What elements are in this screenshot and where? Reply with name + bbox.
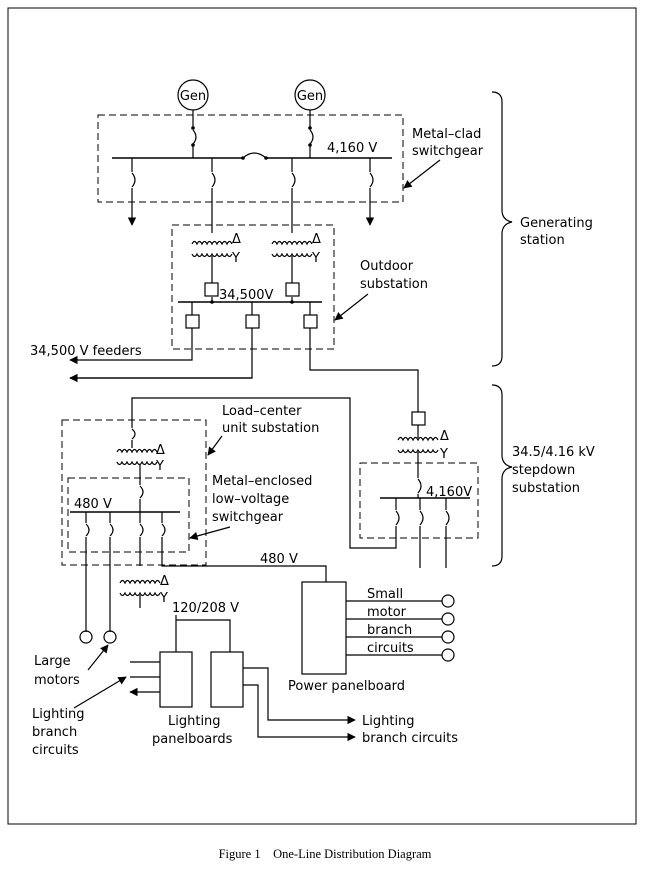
stepdown-brace — [491, 384, 513, 567]
small-motor-label-2: motor — [367, 605, 407, 620]
stepdown-label-3: substation — [512, 481, 580, 496]
lighting-panelboards-label-1: Lighting — [168, 714, 221, 729]
generator-1: Gen — [177, 79, 209, 111]
load-center-label-1: Load–center — [222, 404, 302, 419]
xfmr-wye-1: Y — [231, 251, 240, 266]
power-feed-voltage: 480 V — [260, 552, 298, 567]
generator-1-label: Gen — [180, 89, 206, 104]
lv-bus-voltage: 480 V — [74, 497, 112, 512]
xfmr-wye-4: Y — [155, 459, 164, 474]
stepdown-label-1: 34.5/4.16 kV — [512, 445, 595, 460]
small-motor-3 — [441, 630, 455, 644]
outdoor-label-1: Outdoor — [360, 259, 414, 274]
power-panelboard — [301, 581, 347, 675]
diagram-frame — [7, 7, 637, 825]
lighting-panelboard-2 — [210, 651, 244, 708]
metal-enclosed-box — [67, 477, 190, 553]
feeders-label: 34,500 V feeders — [30, 344, 142, 359]
xfmr-wye-3: Y — [439, 447, 448, 462]
large-motors-label-1: Large — [34, 654, 71, 669]
metal-enclosed-label-3: switchgear — [212, 510, 284, 525]
small-motor-label-3: branch — [367, 623, 412, 638]
metal-enclosed-label-2: low–voltage — [212, 492, 289, 507]
xfmr-delta-5: Δ — [160, 574, 169, 589]
stepdown-bus-voltage: 4,160V — [426, 485, 472, 500]
lighting-branch-right-2: branch circuits — [362, 731, 458, 746]
lighting-branch-right-1: Lighting — [362, 714, 415, 729]
figure-caption: Figure 1 One-Line Distribution Diagram — [219, 847, 432, 861]
generating-label-2: station — [520, 233, 565, 248]
metal-clad-switchgear-box — [97, 114, 404, 203]
generating-label-1: Generating — [520, 216, 593, 231]
load-center-label-2: unit substation — [222, 421, 319, 436]
load-center-box — [61, 419, 207, 566]
generating-station-brace — [491, 91, 513, 367]
lighting-branch-left-3: circuits — [32, 743, 79, 758]
stepdown-label-2: stepdown — [512, 463, 575, 478]
xfmr-delta-4: Δ — [156, 443, 165, 458]
small-motor-4 — [441, 648, 455, 662]
metal-enclosed-label-1: Metal–enclosed — [212, 474, 312, 489]
sub-bus-voltage: 34,500V — [219, 288, 273, 303]
generator-2: Gen — [294, 79, 326, 111]
lighting-panelboards-label-2: panelboards — [152, 732, 233, 747]
large-motor-2 — [103, 630, 117, 644]
stepdown-substation-box — [359, 462, 479, 539]
xfmr-wye-2: Y — [311, 251, 320, 266]
xfmr-delta-1: Δ — [232, 232, 241, 247]
large-motor-1 — [79, 630, 93, 644]
lighting-voltage: 120/208 V — [172, 601, 239, 616]
large-motors-label-2: motors — [34, 673, 80, 688]
metal-clad-label-2: switchgear — [412, 144, 484, 159]
small-motor-label-1: Small — [367, 587, 403, 602]
lighting-branch-left-1: Lighting — [32, 707, 85, 722]
metal-clad-label-1: Metal–clad — [412, 127, 481, 142]
xfmr-wye-5: Y — [159, 591, 168, 606]
outdoor-substation-box — [171, 224, 335, 350]
outdoor-label-2: substation — [360, 277, 428, 292]
generator-2-label: Gen — [297, 89, 323, 104]
small-motor-2 — [441, 612, 455, 626]
small-motor-1 — [441, 594, 455, 608]
small-motor-label-4: circuits — [367, 641, 414, 656]
xfmr-delta-3: Δ — [440, 429, 449, 444]
xfmr-delta-2: Δ — [312, 232, 321, 247]
power-panelboard-label: Power panelboard — [288, 679, 405, 694]
gen-bus-voltage: 4,160 V — [327, 141, 377, 156]
lighting-panelboard-1 — [159, 651, 193, 708]
lighting-branch-left-2: branch — [32, 725, 77, 740]
